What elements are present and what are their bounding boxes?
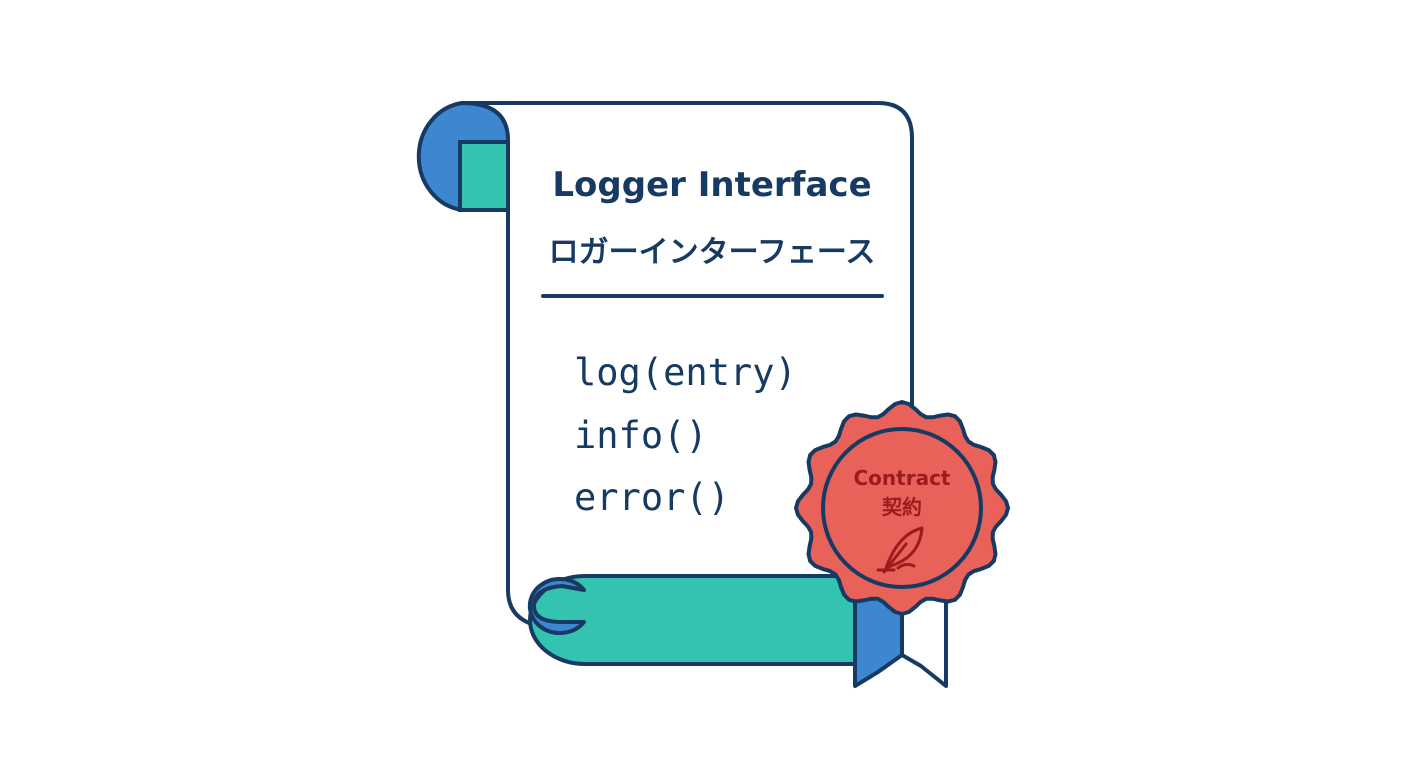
method-error: error() [574,476,730,519]
seal-inner-ring [821,427,983,589]
method-log: log(entry) [574,351,797,394]
wax-seal: Contract 契約 [794,400,1010,616]
quill-icon [876,526,924,574]
top-scroll-curl [416,101,510,212]
seal-label-japanese: 契約 [881,495,922,519]
seal-label-english: Contract [854,466,951,490]
title-english: Logger Interface [552,165,871,205]
method-info: info() [574,414,708,457]
title-japanese: ロガーインターフェース [549,235,876,270]
bottom-scroll-roll [527,574,870,666]
